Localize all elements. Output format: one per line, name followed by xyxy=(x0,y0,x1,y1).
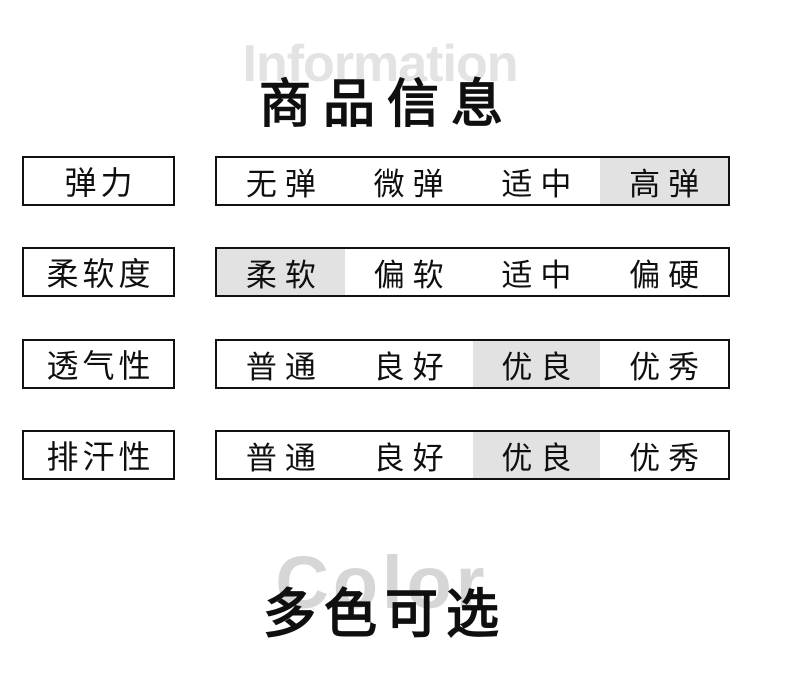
attribute-row: 透气性 普通 良好 优良 优秀 xyxy=(0,339,790,389)
options-scale: 无弹 微弹 适中 高弹 xyxy=(215,156,730,206)
options-scale: 柔软 偏软 适中 偏硬 xyxy=(215,247,730,297)
attribute-label: 排汗性 xyxy=(22,430,175,480)
option-cell: 偏软 xyxy=(373,257,452,293)
page-title: 商品信息 xyxy=(258,76,515,134)
option-cell: 普通 xyxy=(245,440,324,476)
option-cell: 高弹 xyxy=(600,158,728,204)
attribute-row: 弹力 无弹 微弹 适中 高弹 xyxy=(0,156,790,206)
attribute-label: 弹力 xyxy=(22,156,175,206)
attribute-label: 透气性 xyxy=(22,339,175,389)
option-cell: 微弹 xyxy=(373,166,452,202)
option-cell: 优良 xyxy=(472,432,601,478)
option-cell: 优秀 xyxy=(629,440,708,476)
attribute-label: 柔软度 xyxy=(22,247,175,297)
option-cell: 良好 xyxy=(373,440,452,476)
option-cell: 优良 xyxy=(472,341,601,387)
options-scale: 普通 良好 优良 优秀 xyxy=(215,339,730,389)
attribute-row: 排汗性 普通 良好 优良 优秀 xyxy=(0,430,790,480)
attribute-row: 柔软度 柔软 偏软 适中 偏硬 xyxy=(0,247,790,297)
option-cell: 偏硬 xyxy=(629,257,708,293)
option-cell: 适中 xyxy=(501,166,580,202)
section-title-colors: 多色可选 xyxy=(263,585,507,644)
option-cell: 优秀 xyxy=(629,349,708,385)
option-cell: 柔软 xyxy=(217,249,345,295)
option-cell: 普通 xyxy=(245,349,324,385)
option-cell: 适中 xyxy=(501,257,580,293)
option-cell: 良好 xyxy=(373,349,452,385)
option-cell: 无弹 xyxy=(245,166,324,202)
options-scale: 普通 良好 优良 优秀 xyxy=(215,430,730,480)
